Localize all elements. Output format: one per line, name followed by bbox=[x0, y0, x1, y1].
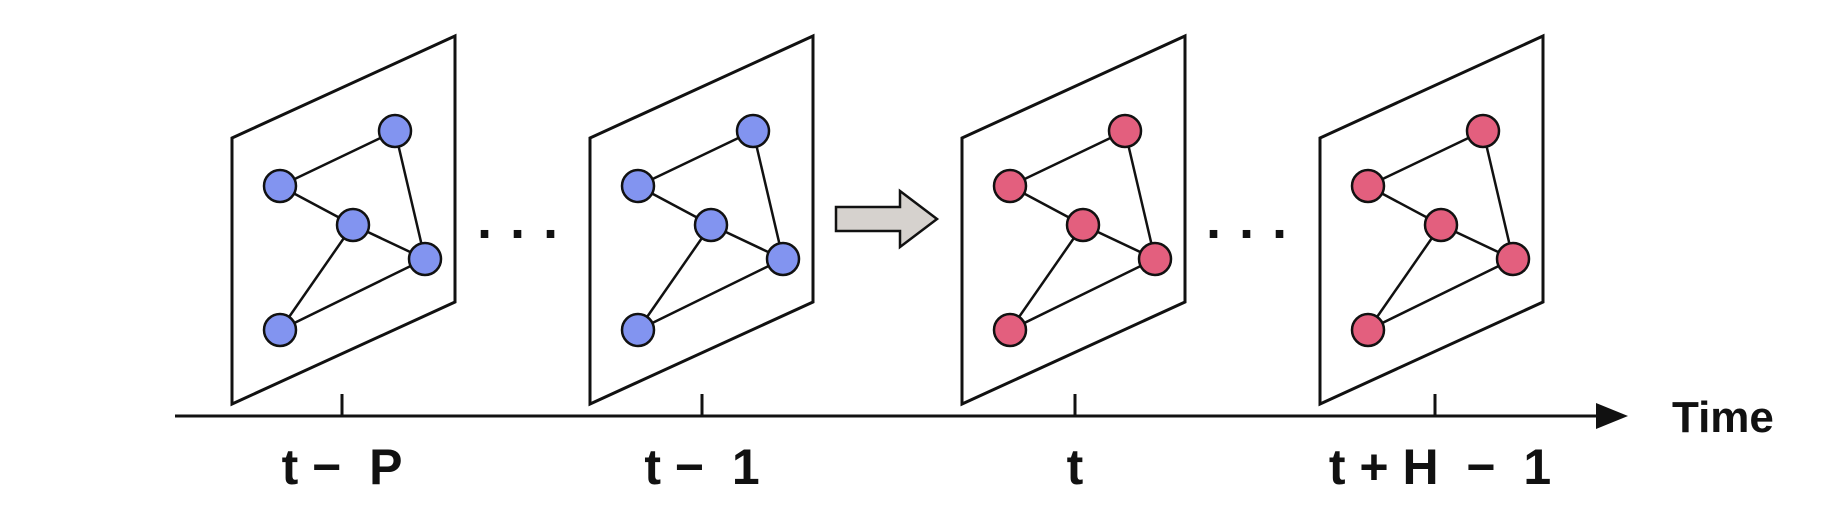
node bbox=[1423, 207, 1459, 243]
graph-nodes bbox=[620, 113, 801, 348]
transition-arrow-icon bbox=[834, 188, 940, 250]
node bbox=[1065, 207, 1101, 243]
node bbox=[1350, 312, 1386, 348]
graph-nodes bbox=[1350, 113, 1531, 348]
node bbox=[335, 207, 371, 243]
frame-label-t: t bbox=[1067, 439, 1084, 495]
graph-frame-t bbox=[960, 33, 1187, 407]
graph-frame-t-minus-p bbox=[230, 33, 457, 407]
node bbox=[262, 168, 298, 204]
node bbox=[992, 312, 1028, 348]
node bbox=[765, 241, 801, 277]
node bbox=[407, 241, 443, 277]
graph-frame-t-minus-1 bbox=[588, 33, 815, 407]
node bbox=[1137, 241, 1173, 277]
graph-nodes bbox=[262, 113, 443, 348]
node bbox=[693, 207, 729, 243]
node bbox=[1107, 113, 1143, 149]
time-axis-label: Time bbox=[1672, 393, 1774, 442]
node bbox=[377, 113, 413, 149]
node bbox=[620, 168, 656, 204]
time-axis-arrowhead bbox=[1596, 403, 1628, 429]
node bbox=[1350, 168, 1386, 204]
ellipsis-past: · · · bbox=[477, 204, 561, 264]
node bbox=[1495, 241, 1531, 277]
node bbox=[262, 312, 298, 348]
ellipsis-future: · · · bbox=[1206, 204, 1290, 264]
frame-label-t-plus-h-minus-1: t + H − 1 bbox=[1329, 439, 1551, 495]
node bbox=[992, 168, 1028, 204]
graph-nodes bbox=[992, 113, 1173, 348]
node bbox=[735, 113, 771, 149]
node bbox=[1465, 113, 1501, 149]
node bbox=[620, 312, 656, 348]
frame-label-t-minus-1: t − 1 bbox=[644, 439, 759, 495]
graph-edges bbox=[278, 129, 427, 332]
frame-label-t-minus-p: t − P bbox=[282, 439, 403, 495]
graph-frame-t-plus-h-minus-1 bbox=[1318, 33, 1545, 407]
